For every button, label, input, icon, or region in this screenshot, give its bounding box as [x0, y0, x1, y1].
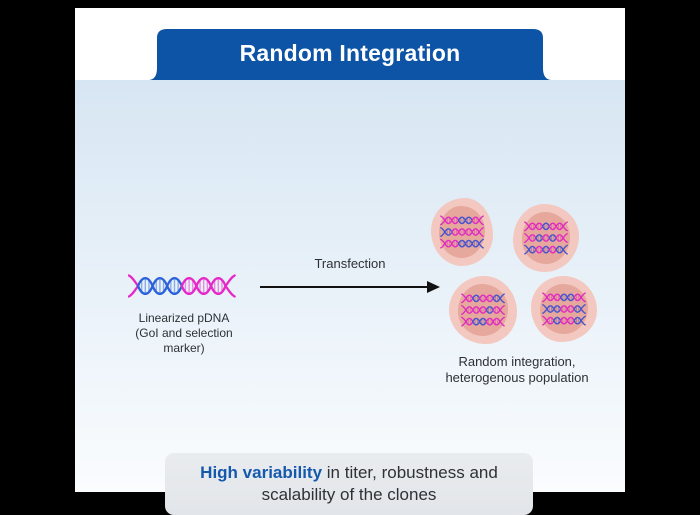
pdna-label-line: marker)	[163, 341, 205, 355]
cell	[431, 198, 493, 266]
cell	[531, 276, 597, 342]
banner-shape	[148, 29, 552, 80]
pdna-helix-icon	[128, 274, 236, 298]
cells-caption-line: heterogenous population	[445, 370, 589, 385]
cells-caption-line: Random integration,	[458, 354, 576, 369]
summary-line-1: High variability in titer, robustness an…	[200, 462, 498, 484]
integrated-dna-icon	[542, 292, 586, 326]
summary-rest: in titer, robustness and	[322, 463, 498, 482]
title-banner: Random Integration	[148, 28, 552, 80]
transfection-arrow-group: Transfection	[260, 256, 440, 300]
pdna-label: Linearized pDNA (GoI and selection marke…	[109, 311, 259, 356]
page-title: Random Integration	[239, 39, 461, 66]
transfection-arrow	[260, 281, 440, 293]
pdna-label-line: Linearized pDNA	[138, 311, 230, 325]
integrated-dna-icon	[524, 221, 568, 255]
transfection-label: Transfection	[314, 256, 386, 271]
arrowhead-icon	[427, 281, 440, 293]
cell	[513, 204, 579, 272]
cell-nucleus	[439, 206, 485, 258]
integrated-dna-icon	[461, 293, 505, 327]
cell	[449, 276, 517, 344]
summary-box: High variability in titer, robustness an…	[165, 453, 533, 515]
summary-line-2: scalability of the clones	[261, 485, 437, 504]
content-panel: Linearized pDNA (GoI and selection marke…	[75, 80, 625, 515]
diagram-card: Random Integration Linearized pDNA (GoI …	[75, 8, 625, 515]
screenshot-root: { "banner": { "title": "Random Integrati…	[75, 8, 625, 515]
pdna-label-line: (GoI and selection	[135, 326, 233, 340]
integrated-dna-icon	[440, 215, 484, 249]
cells-caption: Random integration, heterogenous populat…	[417, 354, 617, 386]
summary-highlight: High variability	[200, 463, 323, 482]
